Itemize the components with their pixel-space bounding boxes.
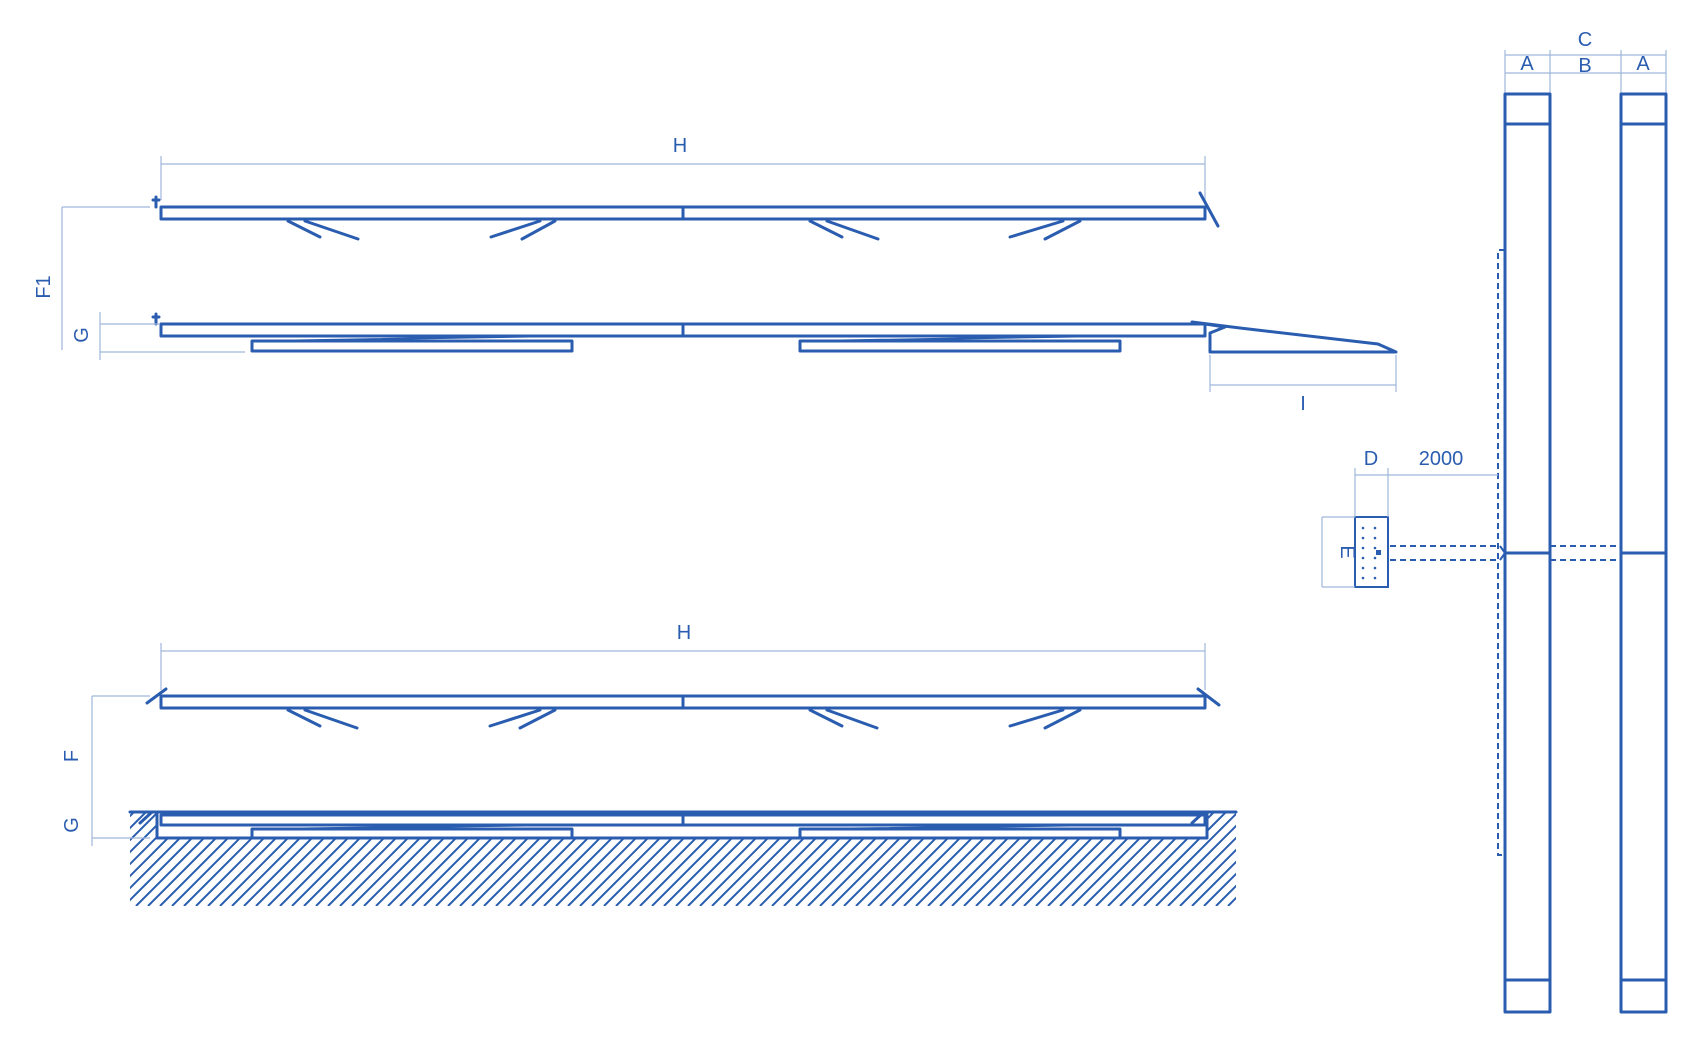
dimension-label-a-right: A <box>1636 53 1650 75</box>
ramp-lowered-top <box>151 312 1398 354</box>
dimension-label-a-left: A <box>1520 53 1534 75</box>
dimension-label-f: F <box>61 750 83 762</box>
dimension-label-g-bottom: G <box>61 817 83 833</box>
dimension-label-b: B <box>1578 55 1591 77</box>
power-unit <box>1354 516 1389 588</box>
runway-right <box>1619 92 1668 1014</box>
ramp-raised-bottom <box>145 687 1221 730</box>
dimension-label-d: D <box>1364 448 1378 470</box>
dimension-label-f1: F1 <box>33 275 55 298</box>
ramp-raised-top <box>151 191 1220 241</box>
plan-view: C A B A <box>1321 29 1668 1014</box>
dimension-label-h-bottom: H <box>677 622 691 644</box>
dimension-label-h-top: H <box>673 135 687 157</box>
dimension-label-g-top: G <box>71 327 93 343</box>
ramp-lowered-in-pit <box>128 810 1238 840</box>
side-view-raised-surface: H F1 <box>33 135 1398 415</box>
dimension-label-e: E <box>1336 545 1358 558</box>
side-view-flush-mount: H F <box>61 622 1238 906</box>
dimension-label-c: C <box>1578 29 1592 51</box>
hydraulic-lines-dashed <box>1390 249 1621 856</box>
dimension-label-i: I <box>1300 393 1306 415</box>
runway-left <box>1503 92 1552 1014</box>
dimension-label-2000: 2000 <box>1419 448 1464 470</box>
